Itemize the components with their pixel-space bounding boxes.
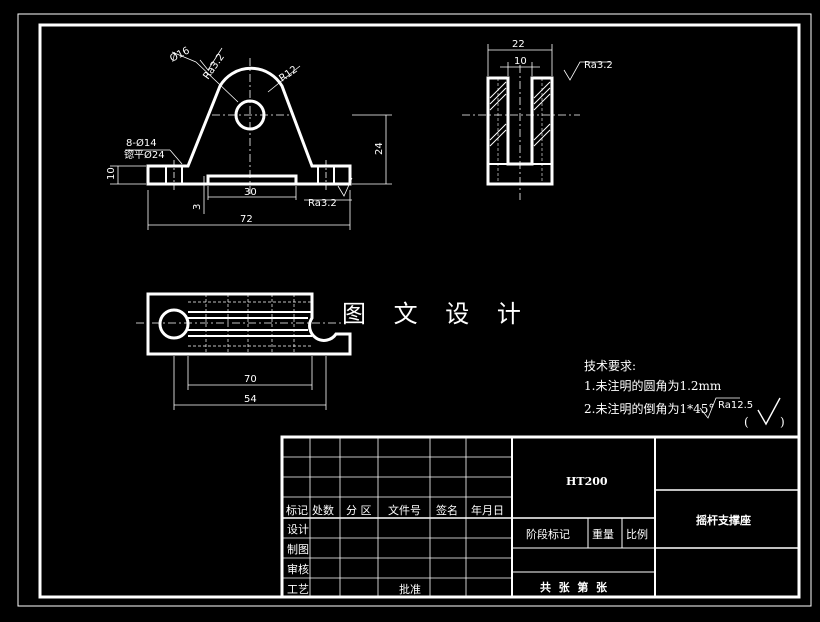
scale-label: 比例 <box>626 527 648 541</box>
header-doc-no: 文件号 <box>388 503 421 517</box>
roughness-symbol <box>699 397 781 426</box>
part-name: 摇杆支撑座 <box>696 513 751 527</box>
role-process: 工艺 <box>287 583 309 596</box>
header-sign: 签名 <box>436 503 458 517</box>
notes-line-2: 2.未注明的倒角为1*45° <box>584 401 714 416</box>
sheet-count: 共 张 第 张 <box>540 580 608 594</box>
outer-frame <box>17 13 812 607</box>
dim-72: 72 <box>240 214 253 225</box>
material-label: HT200 <box>566 475 608 488</box>
role-design: 设计 <box>287 523 309 536</box>
notes-symbol-close: ) <box>780 415 785 429</box>
dim-10: 10 <box>106 167 117 180</box>
side-view <box>462 44 610 200</box>
notes-heading: 技术要求: <box>584 359 636 373</box>
watermark-text: 图 文 设 计 <box>342 300 531 328</box>
dim-3: 3 <box>192 204 203 210</box>
dim-side-ra: Ra3.2 <box>584 60 613 71</box>
dim-ra-bottom: Ra3.2 <box>308 198 337 209</box>
weight-label: 重量 <box>592 527 614 541</box>
role-review: 审核 <box>287 562 309 576</box>
role-approve: 批准 <box>399 582 421 596</box>
dim-30: 30 <box>244 187 257 198</box>
dim-holes: 8-Ø14 <box>126 137 157 149</box>
dim-side-10: 10 <box>514 56 527 67</box>
dim-top-54: 54 <box>244 394 257 405</box>
header-mark: 标记 <box>286 503 308 517</box>
notes-line-1: 1.未注明的圆角为1.2mm <box>584 378 722 393</box>
dim-side-22: 22 <box>512 39 525 50</box>
header-zone: 分 区 <box>346 504 372 517</box>
dim-r12: R12 <box>277 64 299 84</box>
notes-symbol-open: ( <box>744 415 749 429</box>
title-block <box>280 435 801 599</box>
notes-ra: Ra12.5 <box>718 400 753 411</box>
dim-24: 24 <box>374 142 385 155</box>
dim-top-70: 70 <box>244 374 257 385</box>
dim-phi16: Ø16 <box>168 44 192 64</box>
top-view <box>136 292 352 410</box>
role-draft: 制图 <box>287 543 309 556</box>
stage-mark: 阶段标记 <box>526 527 570 541</box>
header-count: 处数 <box>312 504 334 517</box>
front-view <box>110 47 392 230</box>
header-date: 年月日 <box>471 503 504 517</box>
dim-counterbore: 锪平Ø24 <box>124 148 165 161</box>
